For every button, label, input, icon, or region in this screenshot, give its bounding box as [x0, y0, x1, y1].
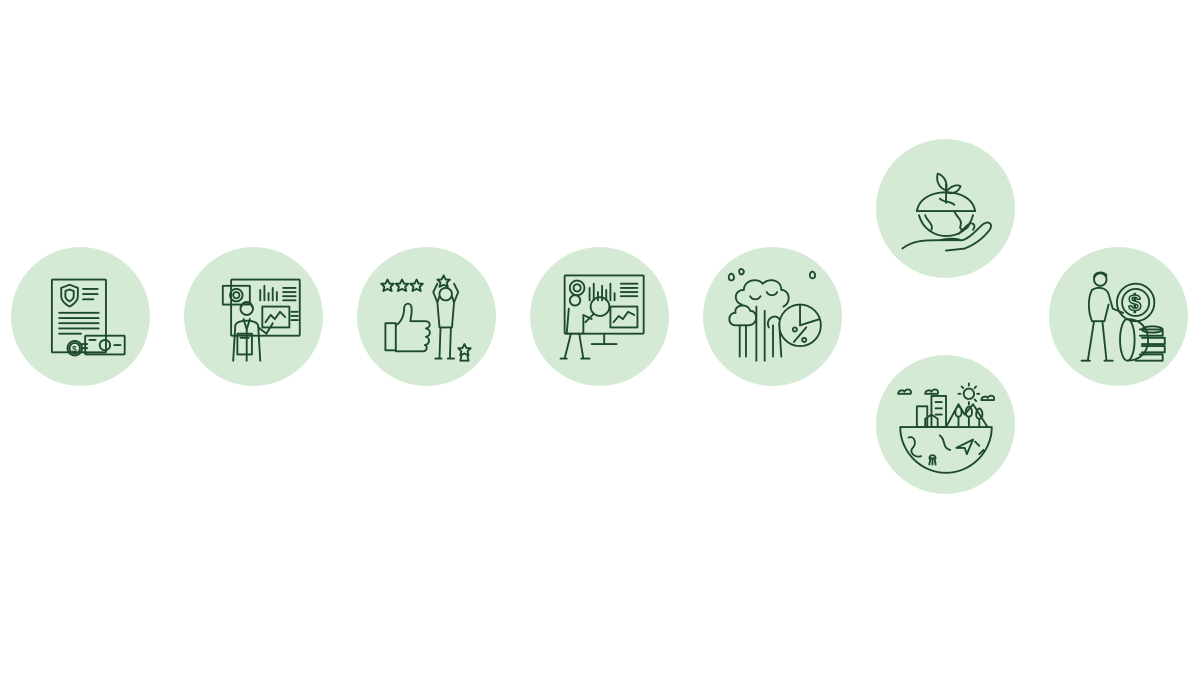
- forest-percentage-chart-icon: [727, 267, 822, 362]
- data-analytics-circle: [530, 247, 669, 386]
- hand-holding-planet-sprout-icon: [900, 172, 992, 252]
- business-analyst-circle: [184, 247, 323, 386]
- customer-rating-feedback-icon: [379, 273, 472, 362]
- earth-city-circle: [876, 355, 1015, 494]
- earth-city-nature-icon: [896, 381, 995, 474]
- insurance-policy-document-icon: $: [50, 278, 126, 356]
- customer-rating-circle: [357, 247, 496, 386]
- business-analyst-presentation-icon: [221, 278, 301, 362]
- insurance-document-circle: $: [11, 247, 150, 386]
- person-coin-circle: $: [1049, 247, 1188, 386]
- hand-planet-circle: [876, 139, 1015, 278]
- person-carrying-coin-icon: $: [1080, 271, 1166, 362]
- data-analytics-monitor-icon: [559, 273, 645, 360]
- svg-text:$: $: [1128, 289, 1141, 315]
- svg-text:$: $: [72, 343, 77, 353]
- forest-percentage-circle: [703, 247, 842, 386]
